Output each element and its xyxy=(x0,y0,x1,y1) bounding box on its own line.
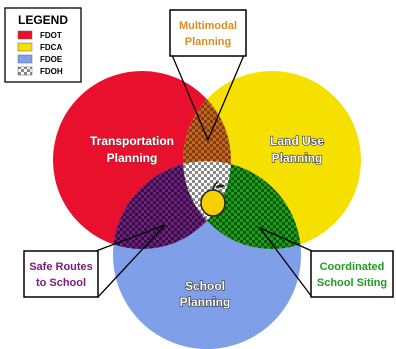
legend-label-fdca: FDCA xyxy=(40,43,62,52)
legend-swatch-fdot xyxy=(17,30,33,40)
safe-routes-label-line1: Safe Routes xyxy=(29,261,93,273)
safe-routes-overlap xyxy=(113,161,231,249)
multimodal-callout: Multimodal Planning xyxy=(169,9,247,142)
legend: LEGEND FDOT FDCA FDOE FDOH xyxy=(4,7,82,83)
land-use-label-line2: Planning xyxy=(272,151,323,165)
transportation-label-line1: Transportation xyxy=(90,134,174,148)
apple-icon xyxy=(200,181,226,217)
legend-label-fdoe: FDOE xyxy=(40,55,63,64)
legend-swatch-fdoh xyxy=(17,66,33,76)
multimodal-label-line1: Multimodal xyxy=(179,20,237,32)
school-label-line2: Planning xyxy=(180,295,231,309)
multimodal-label-line2: Planning xyxy=(185,36,231,48)
coordinated-label-line1: Coordinated xyxy=(320,261,385,273)
coordinated-callout: Coordinated School Siting xyxy=(257,226,394,298)
legend-swatch-fdca xyxy=(17,42,33,52)
safe-routes-callout: Safe Routes to School xyxy=(23,224,166,298)
safe-routes-label-line2: to School xyxy=(36,277,86,289)
transportation-label-line2: Planning xyxy=(107,151,158,165)
coordinated-overlap xyxy=(183,161,301,249)
land-use-label-line1: Land Use xyxy=(270,134,324,148)
legend-label-fdoh: FDOH xyxy=(40,67,63,76)
legend-swatch-fdoe xyxy=(17,54,33,64)
school-label-line1: School xyxy=(185,279,225,293)
coordinated-label-line2: School Siting xyxy=(317,277,387,289)
legend-label-fdot: FDOT xyxy=(40,31,62,40)
legend-title: LEGEND xyxy=(18,13,68,27)
